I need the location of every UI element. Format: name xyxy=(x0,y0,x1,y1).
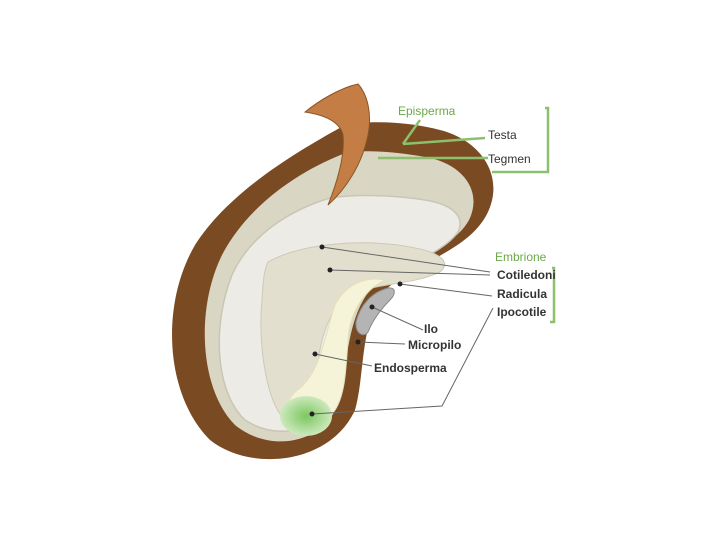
gray-leaders xyxy=(311,246,494,415)
label-tegmen: Tegmen xyxy=(488,152,531,166)
label-ipocotile: Ipocotile xyxy=(497,305,547,319)
label-micropilo: Micropilo xyxy=(408,338,462,352)
label-radicula: Radicula xyxy=(497,287,548,301)
hilum-shape xyxy=(355,287,395,336)
label-episperma: Episperma xyxy=(398,104,456,118)
label-embrione: Embrione xyxy=(495,250,547,264)
leader-dots xyxy=(309,244,403,417)
cotyledon-shape xyxy=(260,242,446,424)
testa-flap xyxy=(303,83,371,206)
embrione-bracket xyxy=(550,266,556,324)
label-ilo: Ilo xyxy=(424,322,438,336)
label-testa: Testa xyxy=(488,128,517,142)
radicle-shape xyxy=(280,396,332,436)
label-endosperma: Endosperma xyxy=(374,361,447,375)
episperma-leaders xyxy=(378,106,550,174)
label-cotiledoni: Cotiledoni xyxy=(497,268,556,282)
